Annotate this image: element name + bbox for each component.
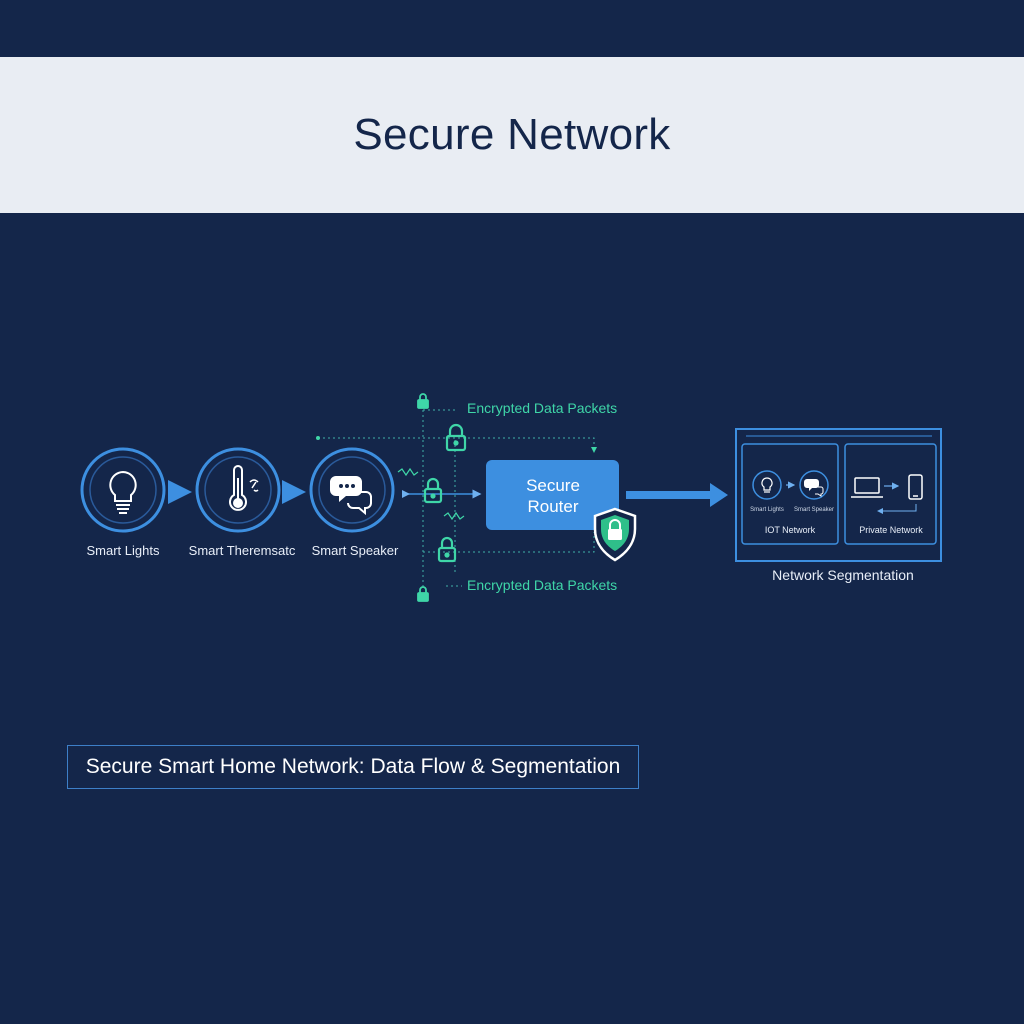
device-smart-speaker: Smart Speaker	[309, 447, 399, 558]
lightbulb-icon	[109, 470, 137, 514]
caption-box: Secure Smart Home Network: Data Flow & S…	[67, 745, 639, 789]
lightbulb-icon	[761, 477, 773, 493]
shield-lock-icon	[593, 507, 637, 562]
iot-device-label: Smart Lights	[750, 507, 784, 513]
router-label-line2: Router	[527, 497, 578, 516]
lock-icon	[417, 586, 429, 602]
device-label: Smart Lights	[87, 543, 160, 558]
private-network-box: Private Network	[844, 443, 937, 545]
packet-label-bottom: Encrypted Data Packets	[467, 577, 617, 593]
lock-icon	[445, 423, 467, 452]
thermometer-icon	[229, 465, 259, 511]
phone-icon	[908, 474, 923, 500]
iot-network-box: Smart Lights Smart Speaker IOT Network	[741, 443, 839, 545]
segmentation-panel: Smart Lights Smart Speaker IOT Network P…	[735, 428, 942, 583]
page-title: Secure Network	[353, 110, 671, 159]
device-smart-thermostat: Smart Theremsatc	[189, 447, 296, 558]
lock-icon	[437, 536, 457, 563]
segmentation-label: Network Segmentation	[772, 567, 914, 583]
device-label: Smart Speaker	[312, 543, 399, 558]
lock-icon	[417, 393, 429, 409]
device-smart-lights: Smart Lights	[80, 447, 166, 558]
iot-device-label: Smart Speaker	[794, 507, 834, 513]
flow-arrow-head	[710, 483, 728, 507]
chat-bubbles-icon	[330, 476, 372, 516]
private-network-label: Private Network	[859, 525, 923, 535]
secure-router: Secure Router	[486, 460, 637, 562]
router-label-line1: Secure	[526, 476, 580, 495]
header-band: Secure Network	[0, 57, 1024, 213]
iot-network-label: IOT Network	[765, 525, 816, 535]
chat-bubbles-icon	[804, 479, 824, 497]
diagram-caption: Secure Smart Home Network: Data Flow & S…	[85, 755, 621, 778]
laptop-icon	[851, 477, 883, 498]
lock-icon	[423, 477, 443, 504]
device-label: Smart Theremsatc	[189, 543, 296, 558]
packet-label-top: Encrypted Data Packets	[467, 400, 617, 416]
